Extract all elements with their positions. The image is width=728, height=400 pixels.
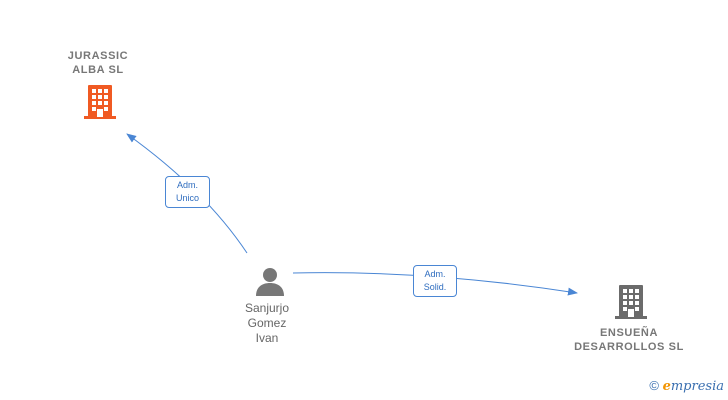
relation-badge-adm-unico[interactable]: Adm. Unico: [165, 176, 210, 208]
relation-label-line2: Solid.: [423, 282, 447, 292]
company-node-ensuena-desarrollos[interactable]: ENSUEÑA DESARROLLOS SL: [564, 326, 694, 354]
company-name-line2: DESARROLLOS SL: [574, 341, 684, 353]
company-name-line2: ALBA SL: [72, 64, 124, 76]
company-name-line1: JURASSIC: [67, 50, 129, 62]
relation-label-line1: Adm.: [176, 180, 198, 190]
building-icon[interactable]: [615, 284, 647, 320]
person-icon[interactable]: [255, 266, 285, 296]
relation-label-line2: Unico: [175, 193, 199, 203]
person-head: [263, 268, 277, 282]
person-name-line3: Ivan: [255, 331, 279, 345]
company-node-jurassic-alba[interactable]: JURASSIC ALBA SL: [48, 49, 148, 77]
company-name-line1: ENSUEÑA: [600, 327, 658, 339]
building-windows: [623, 289, 639, 317]
empresia-watermark: © empresia: [649, 378, 724, 394]
person-body: [256, 283, 284, 296]
copyright-icon: ©: [649, 378, 659, 393]
person-node-sanjurjo-gomez-ivan[interactable]: Sanjurjo Gomez Ivan: [227, 301, 307, 346]
building-icon[interactable]: [84, 84, 116, 120]
brand-initial: e: [662, 379, 671, 394]
relation-badge-adm-solid[interactable]: Adm. Solid.: [413, 265, 457, 297]
person-name-line2: Gomez: [247, 316, 287, 330]
relation-label-line1: Adm.: [424, 269, 446, 279]
brand-name: mpresia: [670, 379, 724, 394]
building-windows: [92, 89, 108, 117]
person-name-line1: Sanjurjo: [244, 301, 290, 315]
